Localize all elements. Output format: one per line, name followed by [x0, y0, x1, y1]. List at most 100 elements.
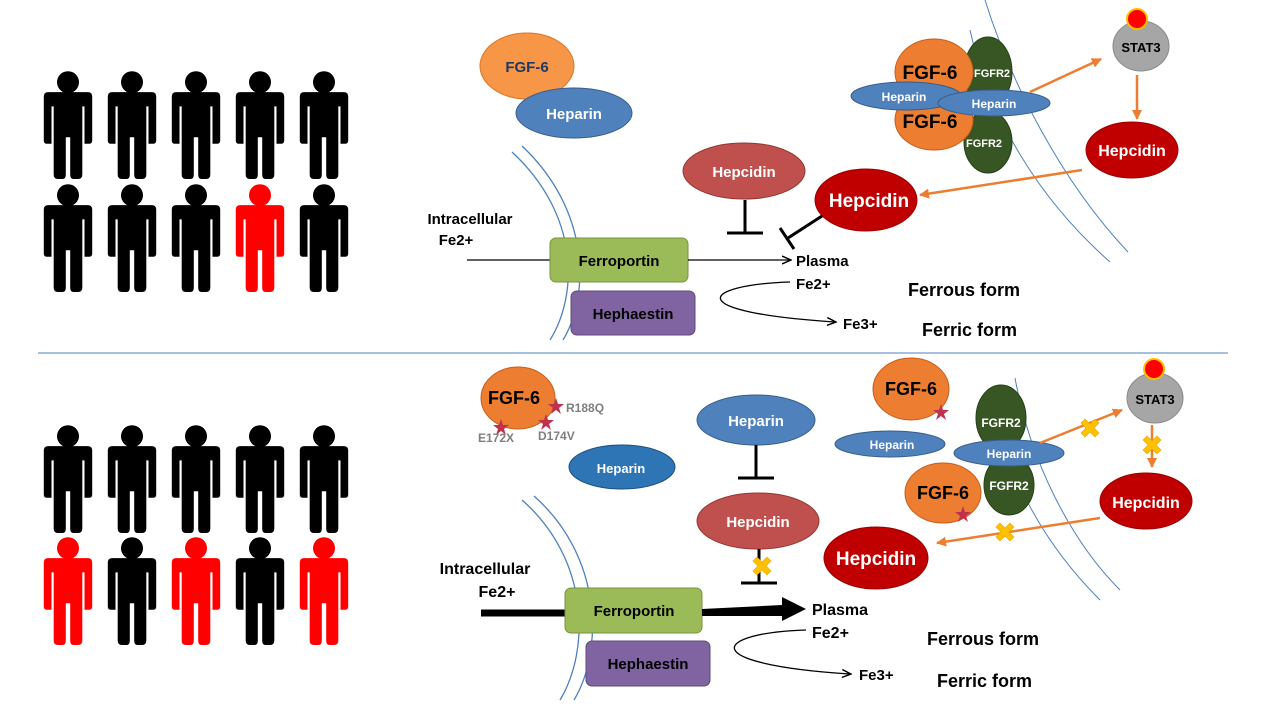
bottom-person-normal — [235, 537, 285, 645]
bottom-complex-fgf6-top — [872, 357, 950, 421]
bottom-person-normal — [299, 425, 349, 533]
top-intracellular-label: Intracellular — [427, 211, 512, 228]
bottom-fgfr2-top-label: FGFR2 — [981, 416, 1021, 430]
top-complex-heparin-right-label: Heparin — [972, 97, 1017, 111]
bottom-stat3-label: STAT3 — [1135, 392, 1174, 407]
mutation-star-e172x — [493, 419, 509, 435]
top-person-normal — [107, 71, 157, 179]
top-hepcidin-light: Hepcidin — [682, 142, 806, 200]
bottom-complex-fgf6-bottom — [904, 462, 982, 524]
bottom-person-affected — [43, 537, 93, 645]
bottom-intracellular-label: Intracellular — [440, 561, 531, 578]
bottom-complex-star-top — [933, 404, 949, 420]
top-complex-heparin-left-label: Heparin — [882, 90, 927, 104]
bottom-person-affected — [171, 537, 221, 645]
top-ferric-form: Ferric form — [922, 320, 1017, 340]
mutation-star-r188q — [548, 398, 564, 414]
top-complex-fgf6-bottom-label: FGF-6 — [903, 112, 958, 133]
top-person-normal — [235, 71, 285, 179]
bottom-panel: FGF-6 R188Q E172X D174V Heparin Heparin … — [43, 357, 1193, 701]
top-phospho-mark — [1126, 8, 1148, 30]
bottom-arrow-hepcidin-to-hepcidin — [936, 516, 1101, 547]
bottom-fgf6-mutant: FGF-6 — [480, 366, 564, 435]
bottom-hephaestin-label: Hephaestin — [608, 656, 689, 673]
bottom-hepcidin-left: Hepcidin — [823, 526, 929, 590]
top-heparin-label: Heparin — [546, 106, 602, 123]
top-fgf6: FGF-6 — [479, 32, 575, 100]
top-arrow-hepcidin-to-hepcidin — [919, 168, 1083, 199]
bottom-plasma-label: Plasma — [812, 602, 868, 619]
top-fgfr2-top-label: FGFR2 — [974, 68, 1010, 80]
top-hepcidin-right: Hepcidin — [1085, 121, 1179, 179]
top-stat3: STAT3 — [1112, 8, 1170, 72]
bottom-inhibition-heparin-hepcidin — [738, 445, 774, 480]
mutation-star-d174v — [538, 414, 554, 430]
bottom-intracellular-fe2: Fe2+ — [479, 584, 516, 601]
top-complex-fgf6-top-label: FGF-6 — [903, 63, 958, 84]
bottom-ferroportin-label: Ferroportin — [594, 603, 675, 620]
mutation-label-e172x: E172X — [478, 431, 514, 445]
mutation-label-r188q: R188Q — [566, 401, 604, 415]
bottom-hepcidin-center: Hepcidin — [696, 492, 820, 550]
top-complex-membrane-outer — [984, 0, 1129, 253]
bottom-hepcidin-left-label: Hepcidin — [836, 549, 916, 570]
bottom-heparin-center-label: Heparin — [728, 413, 784, 430]
top-ferroportin: Ferroportin — [549, 237, 689, 283]
top-person-affected — [235, 184, 285, 292]
bottom-arrow-complex-to-stat3 — [1039, 408, 1123, 445]
top-stat3-label: STAT3 — [1121, 40, 1160, 55]
top-plasma-fe2: Fe2+ — [796, 276, 831, 293]
bottom-stat3: STAT3 — [1126, 358, 1184, 424]
top-inhibition-vertical — [727, 200, 763, 235]
bottom-heparin-free: Heparin — [568, 444, 676, 490]
bottom-hepcidin-right-label: Hepcidin — [1112, 495, 1180, 512]
bottom-heparin-center: Heparin — [696, 394, 816, 446]
bottom-phospho-mark — [1143, 358, 1165, 380]
bottom-hepcidin-right: Hepcidin — [1099, 472, 1193, 530]
top-fgf6-label: FGF-6 — [505, 59, 548, 76]
top-person-normal — [171, 184, 221, 292]
bottom-fgf6-label: FGF-6 — [488, 388, 540, 408]
bottom-fgf6-fgfr2-complex: FGFR2 FGFR2 Heparin Heparin FGF-6 FGF-6 — [834, 357, 1065, 524]
mutation-label-d174v: D174V — [538, 429, 575, 443]
bottom-complex-heparin-right-label: Heparin — [987, 447, 1032, 461]
bottom-complex-star-bottom — [955, 506, 971, 522]
top-person-normal — [43, 184, 93, 292]
bottom-person-normal — [107, 537, 157, 645]
bottom-complex-fgf6-bottom-label: FGF-6 — [917, 483, 969, 503]
top-oxidation-arrow — [719, 281, 835, 322]
top-hephaestin: Hephaestin — [570, 290, 696, 336]
bottom-fe3-label: Fe3+ — [859, 667, 894, 684]
top-person-normal — [299, 71, 349, 179]
bottom-ferric-form: Ferric form — [937, 671, 1032, 691]
top-hepcidin-right-label: Hepcidin — [1098, 143, 1166, 160]
bottom-ferrous-form: Ferrous form — [927, 629, 1039, 649]
top-pedigree-grid — [43, 71, 349, 292]
top-fgfr2-bottom-label: FGFR2 — [966, 138, 1002, 150]
top-hepcidin-center-label: Hepcidin — [829, 191, 909, 212]
bottom-person-normal — [235, 425, 285, 533]
bottom-hephaestin: Hephaestin — [585, 640, 711, 687]
top-inhibition-diagonal — [778, 214, 823, 250]
bottom-complex-heparin-left-label: Heparin — [870, 438, 915, 452]
bottom-person-normal — [43, 425, 93, 533]
bottom-person-affected — [299, 537, 349, 645]
top-person-normal — [107, 184, 157, 292]
top-fe3-label: Fe3+ — [843, 316, 878, 333]
bottom-pedigree-grid — [43, 425, 349, 645]
bottom-person-normal — [107, 425, 157, 533]
top-panel: FGF-6 Heparin FGFR2 FGF-6 FGFR2 FGF-6 He… — [43, 0, 1179, 341]
bottom-ferroportin: Ferroportin — [564, 587, 703, 634]
top-person-normal — [43, 71, 93, 179]
top-ferroportin-label: Ferroportin — [579, 253, 660, 270]
top-complex-heparin-right — [937, 89, 1051, 117]
bottom-oxidation-arrow — [733, 629, 850, 674]
bottom-heparin-free-label: Heparin — [597, 461, 645, 476]
top-hepcidin-light-label: Hepcidin — [712, 164, 775, 181]
top-ferrous-form: Ferrous form — [908, 280, 1020, 300]
bottom-complex-heparin-left — [834, 430, 946, 458]
top-fgf6-fgfr2-complex: FGFR2 FGF-6 FGFR2 FGF-6 Heparin Heparin — [850, 36, 1051, 174]
top-person-normal — [299, 184, 349, 292]
bottom-complex-heparin-right — [953, 439, 1065, 467]
top-person-normal — [171, 71, 221, 179]
